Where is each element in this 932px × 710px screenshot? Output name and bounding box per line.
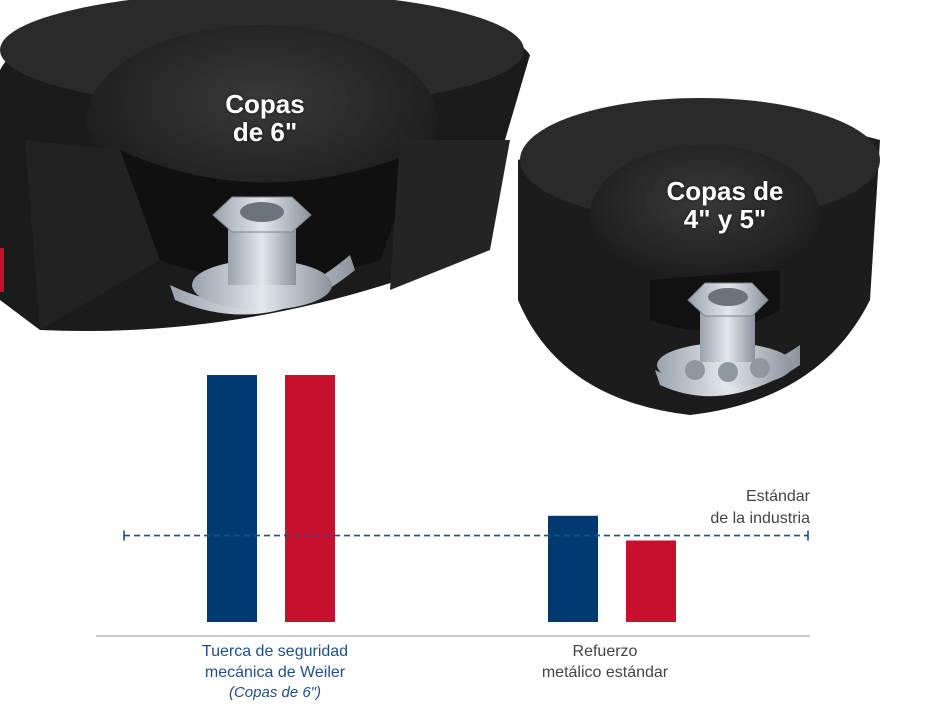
bar-standard-series-1 xyxy=(548,515,598,622)
cup-6-label: Copas de 6" xyxy=(225,89,305,147)
category-sublabel-weiler: (Copas de 6") xyxy=(228,684,322,701)
cup-4-5-label: Copas de 4" y 5" xyxy=(666,176,784,234)
accent-mark xyxy=(0,248,4,292)
bar-weiler-series-1 xyxy=(207,375,257,622)
category-label-standard: Refuerzo metálico estándar xyxy=(541,643,669,681)
category-label-weiler: Tuerca de seguridad mecánica de Weiler xyxy=(201,643,349,681)
bar-weiler-series-2 xyxy=(285,375,335,622)
reference-line-label: Estándar de la industria xyxy=(710,488,810,527)
bar-standard-series-2 xyxy=(626,540,676,622)
cup-wheel-6-image xyxy=(0,0,530,331)
bar-chart xyxy=(96,375,810,637)
cup-wheel-4-5-image xyxy=(518,98,880,415)
